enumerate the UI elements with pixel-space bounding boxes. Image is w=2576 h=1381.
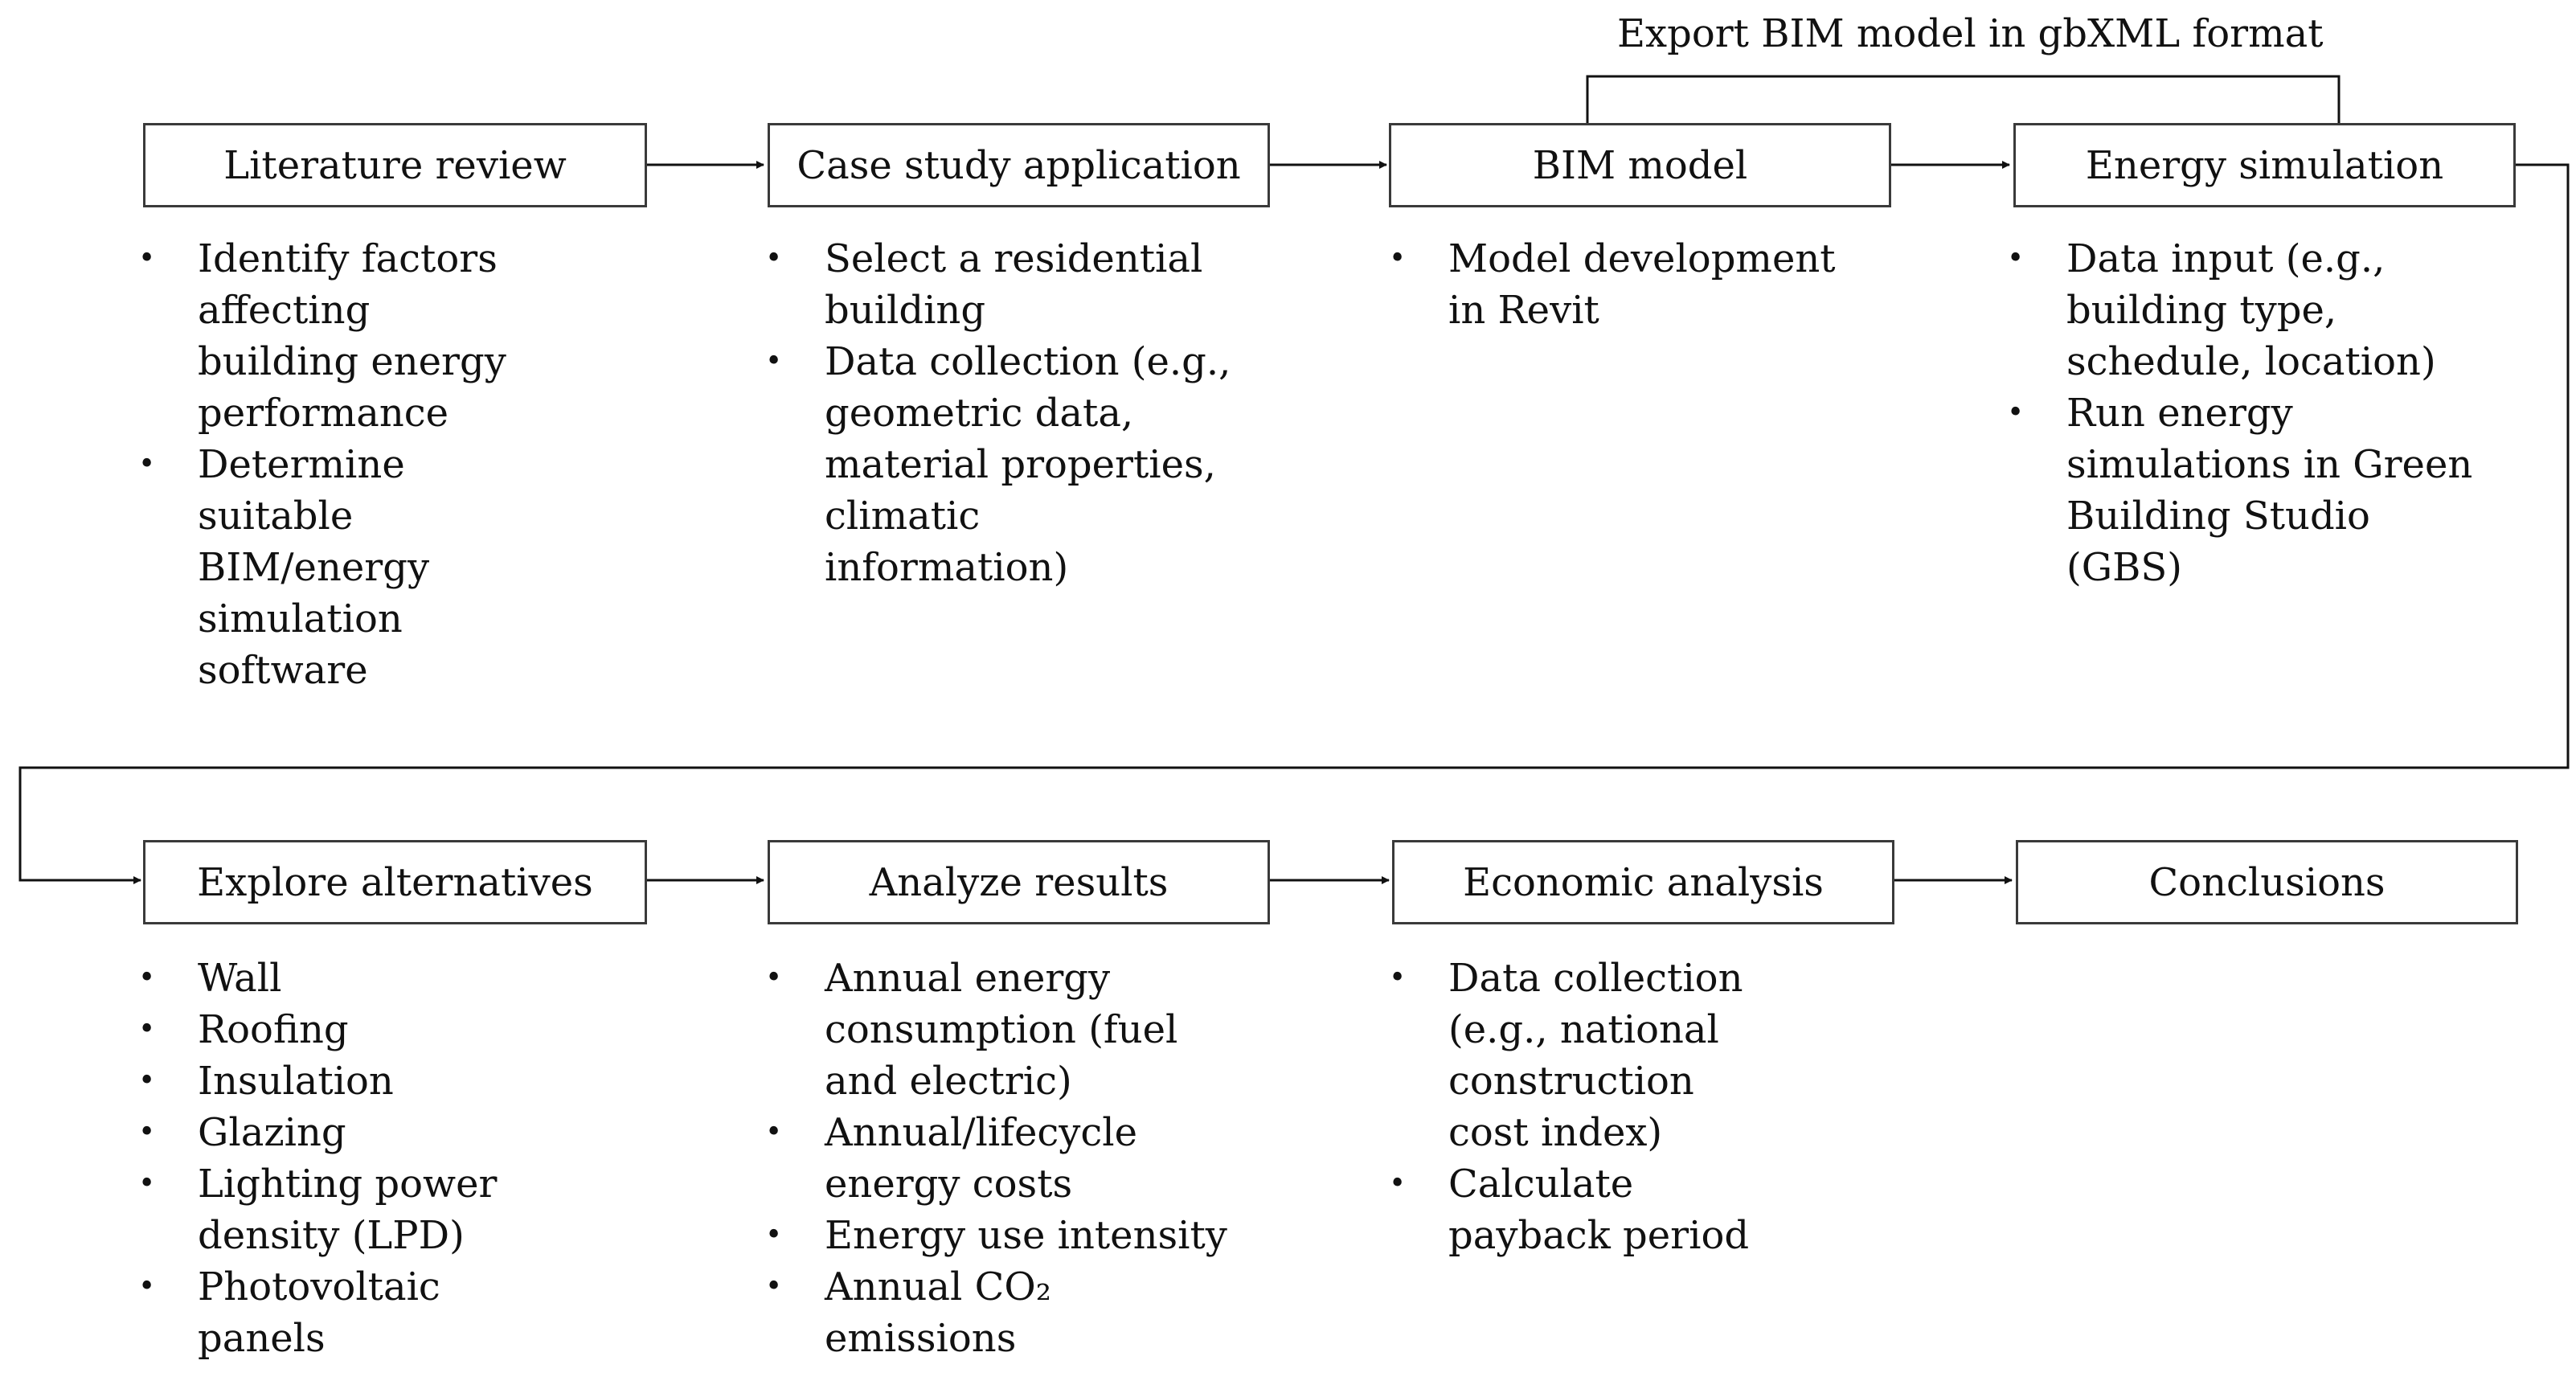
wrap-connector — [18, 163, 2570, 884]
bullet-item: Data collection (e.g., national construc… — [1389, 953, 1887, 1158]
bim-model-bullets: Model development in Revit — [1389, 233, 1887, 336]
stage-case-study-application: Case study application — [768, 123, 1270, 207]
analyze-results-bullets: Annual energy consumption (fuel and elec… — [765, 953, 1280, 1364]
bullet-item: Lighting power density (LPD) — [138, 1158, 588, 1261]
literature-review-bullets: Identify factors affecting building ener… — [138, 233, 588, 696]
stage-literature-review: Literature review — [143, 123, 647, 207]
bullet-item: Determine suitable BIM/energy simulation… — [138, 439, 588, 696]
bullet-item: Annual CO₂ emissions — [765, 1261, 1280, 1364]
stage-energy-simulation: Energy simulation — [2013, 123, 2516, 207]
stage-conclusions: Conclusions — [2016, 840, 2518, 924]
energy-simulation-bullets: Data input (e.g., building type, schedul… — [2007, 233, 2553, 593]
bullet-item: Annual/lifecycle energy costs — [765, 1107, 1280, 1210]
stage-economic-analysis: Economic analysis — [1392, 840, 1894, 924]
bullet-item: Data input (e.g., building type, schedul… — [2007, 233, 2553, 387]
bullet-item: Select a residential building — [765, 233, 1263, 336]
bullet-item: Run energy simulations in Green Building… — [2007, 387, 2553, 593]
export-gbxml-label: Export BIM model in gbXML format — [1617, 11, 2324, 56]
explore-alternatives-bullets: Wall Roofing Insulation Glazing Lighting… — [138, 953, 588, 1364]
economic-analysis-bullets: Data collection (e.g., national construc… — [1389, 953, 1887, 1261]
bullet-item: Photovoltaic panels — [138, 1261, 588, 1364]
stage-explore-alternatives: Explore alternatives — [143, 840, 647, 924]
bullet-item: Model development in Revit — [1389, 233, 1887, 336]
bullet-item: Wall — [138, 953, 588, 1004]
bullet-item: Annual energy consumption (fuel and elec… — [765, 953, 1280, 1107]
bullet-item: Glazing — [138, 1107, 588, 1158]
stage-analyze-results: Analyze results — [768, 840, 1270, 924]
export-bracket — [1586, 75, 2341, 125]
bullet-item: Data collection (e.g., geometric data, m… — [765, 336, 1263, 593]
bullet-item: Energy use intensity — [765, 1210, 1280, 1261]
bullet-item: Calculate payback period — [1389, 1158, 1887, 1261]
bullet-item: Identify factors affecting building ener… — [138, 233, 588, 439]
stage-bim-model: BIM model — [1389, 123, 1891, 207]
bullet-item: Roofing — [138, 1004, 588, 1055]
bullet-item: Insulation — [138, 1055, 588, 1107]
case-study-bullets: Select a residential building Data colle… — [765, 233, 1263, 593]
